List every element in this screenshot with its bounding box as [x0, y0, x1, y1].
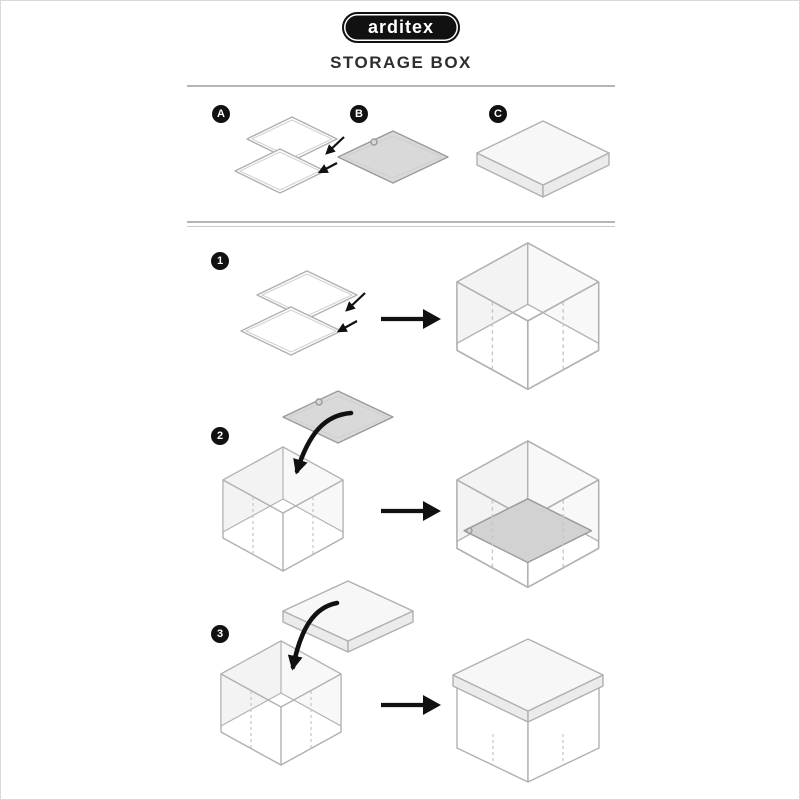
header-divider — [187, 85, 615, 87]
part-b-base-illustration — [337, 130, 449, 184]
step-1-badge: 1 — [211, 252, 229, 270]
section-divider-top — [187, 221, 615, 223]
step1-panels-illustration — [240, 270, 366, 356]
fold-arrow-icon — [345, 292, 366, 312]
step3-place-lid-illustration — [220, 580, 414, 766]
inserted-base-panel — [463, 498, 593, 564]
fold-arrow-icon — [336, 320, 358, 333]
step2-arrow-icon — [381, 501, 441, 521]
step1-arrow-icon — [381, 309, 441, 329]
step3-closed-box-illustration — [452, 638, 604, 783]
step-2-badge: 2 — [211, 427, 229, 445]
step2-insert-base-illustration — [222, 390, 394, 572]
brand-logo-text: arditex — [367, 17, 435, 37]
step2-box-with-base-illustration — [456, 440, 600, 589]
insert-arrow-icon — [293, 410, 354, 475]
part-b-badge: B — [350, 105, 368, 123]
step3-arrow-icon — [381, 695, 441, 715]
step1-open-box-illustration — [456, 242, 600, 391]
section-divider-bottom — [187, 226, 615, 227]
part-c-lid-illustration — [476, 120, 610, 198]
base-tab-icon — [370, 138, 378, 146]
fold-arrow-icon — [325, 136, 345, 155]
part-a-badge: A — [212, 105, 230, 123]
fold-arrow-icon — [317, 162, 338, 174]
page-title: STORAGE BOX — [330, 53, 472, 72]
base-tab-icon — [466, 527, 473, 534]
place-arrow-icon — [287, 600, 340, 671]
base-tab-icon — [315, 398, 323, 406]
part-c-badge: C — [489, 105, 507, 123]
step-3-badge: 3 — [211, 625, 229, 643]
brand-logo: arditex — [342, 12, 460, 43]
part-a-panels-illustration — [234, 116, 345, 194]
